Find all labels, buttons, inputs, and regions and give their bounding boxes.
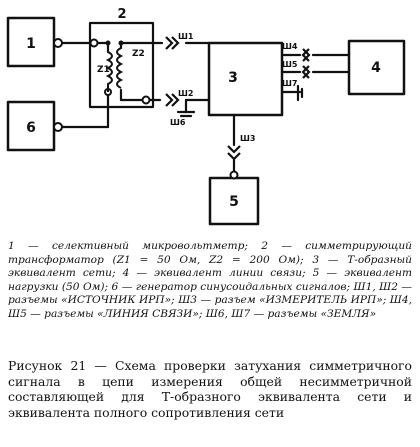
label-block-2: 2: [117, 7, 126, 22]
label-z2: Z2: [132, 49, 145, 59]
terminal-2a: [89, 38, 99, 48]
terminal-2b: [141, 95, 151, 105]
label-block-1: 1: [26, 36, 36, 52]
label-sh5: Ш5: [282, 60, 298, 69]
terminal-5: [229, 170, 239, 180]
connector-sh2: [165, 93, 180, 107]
figure-legend: 1 — селективный микровольтметр; 2 — симм…: [8, 240, 412, 320]
connector-sh3: [227, 145, 241, 161]
connector-sh4: [301, 48, 311, 62]
label-sh7: Ш7: [282, 79, 297, 88]
circuit-diagram: 1 6 2 3 4 5 Z1 Z2 Ш1 Ш2 Ш6 Ш4 Ш5 Ш7 Ш3: [6, 7, 406, 226]
label-block-3: 3: [228, 70, 238, 86]
label-block-5: 5: [229, 194, 239, 210]
winding-z1: [105, 51, 113, 92]
connector-sh1: [165, 36, 180, 50]
label-sh3: Ш3: [240, 134, 255, 143]
block-3: [207, 41, 284, 117]
terminal-6: [53, 122, 63, 132]
block-4: [347, 39, 406, 96]
connector-sh5: [301, 65, 311, 79]
label-z1: Z1: [97, 65, 110, 75]
label-block-4: 4: [371, 60, 381, 76]
figure-caption: Рисунок 21 — Схема проверки затухания си…: [8, 358, 412, 420]
label-sh2: Ш2: [178, 89, 193, 98]
label-sh1: Ш1: [178, 32, 194, 41]
label-sh4: Ш4: [282, 42, 298, 51]
winding-z2: [116, 47, 124, 89]
label-block-6: 6: [26, 120, 36, 136]
block-2-frame: [88, 21, 155, 109]
label-sh6: Ш6: [170, 118, 186, 127]
terminal-1: [53, 38, 63, 48]
